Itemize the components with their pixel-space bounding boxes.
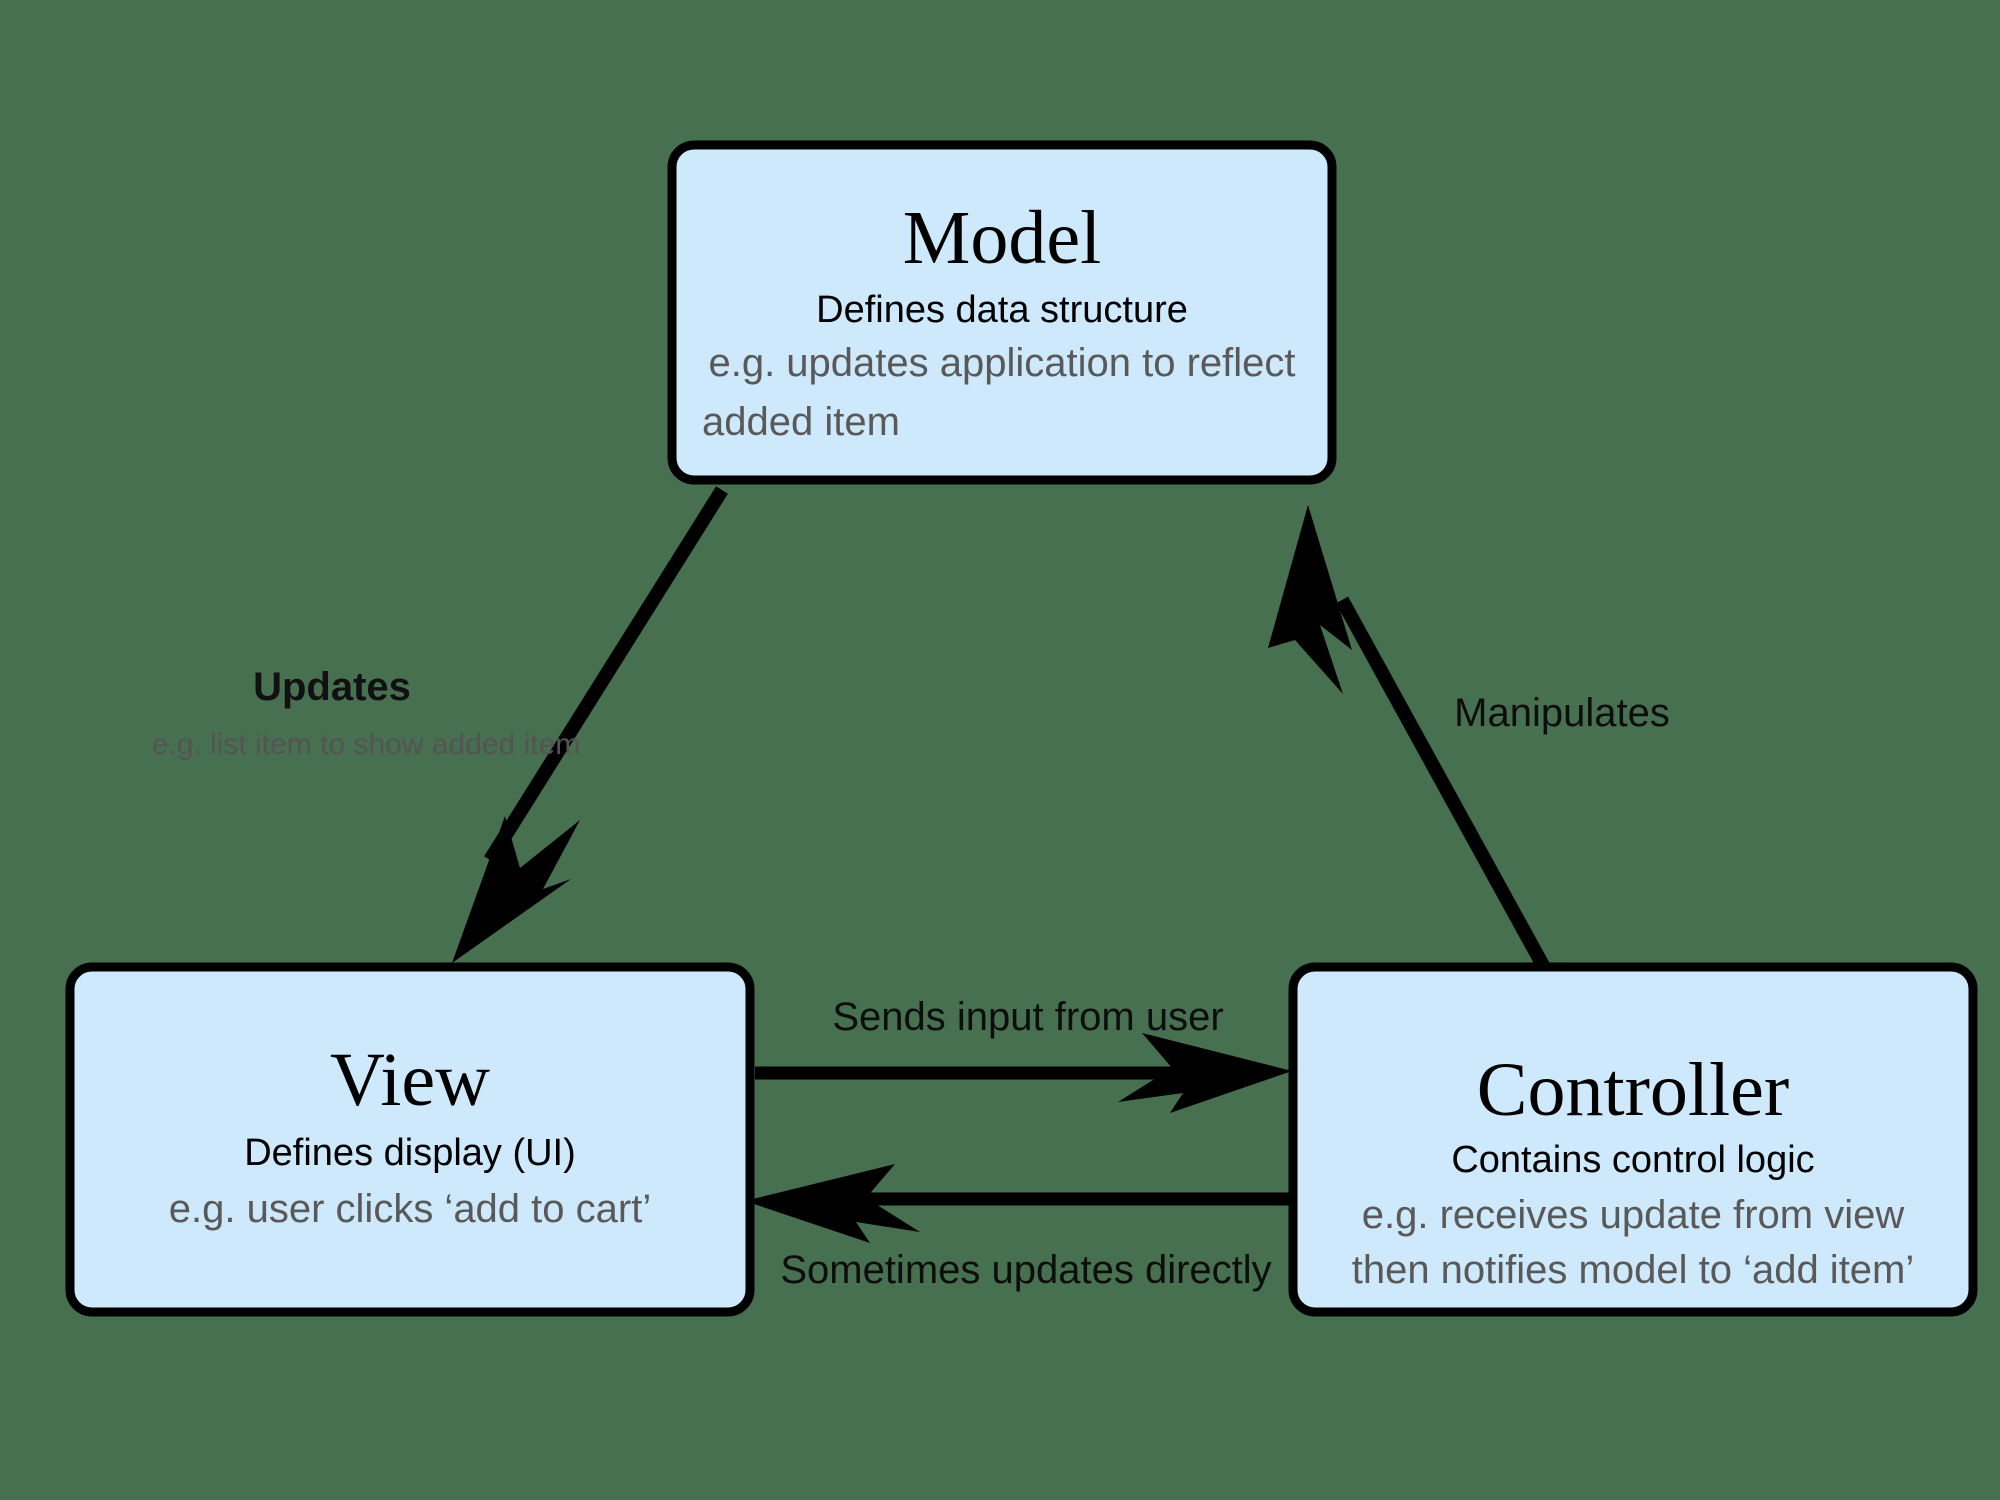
node-model-title: Model — [903, 196, 1101, 280]
node-model-example-line1: e.g. updates application to reflect — [708, 341, 1295, 385]
edge-controller-to-model — [1268, 505, 1558, 984]
node-view-box[interactable] — [65, 962, 755, 1317]
edge-controller-to-view — [745, 1164, 1290, 1243]
node-model-example-line2: added item — [702, 400, 900, 444]
edge-sublabel-updates: e.g. list item to show added item — [152, 728, 581, 761]
edge-label-updates-group: Updates e.g. list item to show added ite… — [152, 665, 581, 761]
edge-label-sends-input-from-user: Sends input from user — [832, 995, 1223, 1039]
node-controller-example-line1: e.g. receives update from view — [1362, 1193, 1905, 1237]
edge-view-to-controller-arrowhead — [1118, 1033, 1292, 1113]
node-model-box[interactable] — [667, 140, 1337, 485]
edge-model-to-view-line — [484, 486, 728, 864]
node-model[interactable]: Model Defines data structure e.g. update… — [667, 140, 1337, 485]
edge-controller-to-model-arrowhead — [1268, 505, 1352, 694]
node-view-example-line1: e.g. user clicks ‘add to cart’ — [169, 1187, 651, 1231]
node-controller-box[interactable] — [1288, 962, 1978, 1317]
node-controller-title: Controller — [1477, 1048, 1789, 1132]
edge-view-to-controller — [755, 1033, 1292, 1113]
node-view[interactable]: View Defines display (UI) e.g. user clic… — [65, 962, 755, 1317]
edge-controller-to-model-line — [1335, 596, 1558, 984]
edge-model-to-view-arrowhead — [452, 816, 580, 963]
edge-label-sometimes-updates-directly: Sometimes updates directly — [780, 1248, 1271, 1292]
edge-controller-to-view-arrowhead — [745, 1164, 920, 1243]
node-view-title: View — [330, 1038, 490, 1122]
edge-model-to-view — [452, 486, 728, 963]
node-controller-subtitle: Contains control logic — [1451, 1139, 1814, 1181]
node-model-subtitle: Defines data structure — [816, 289, 1188, 331]
edge-label-manipulates: Manipulates — [1454, 691, 1670, 735]
node-controller[interactable]: Controller Contains control logic e.g. r… — [1288, 962, 1978, 1317]
edge-label-updates: Updates — [253, 665, 411, 709]
node-controller-example-line2: then notifies model to ‘add item’ — [1352, 1248, 1915, 1292]
node-view-subtitle: Defines display (UI) — [244, 1132, 576, 1174]
